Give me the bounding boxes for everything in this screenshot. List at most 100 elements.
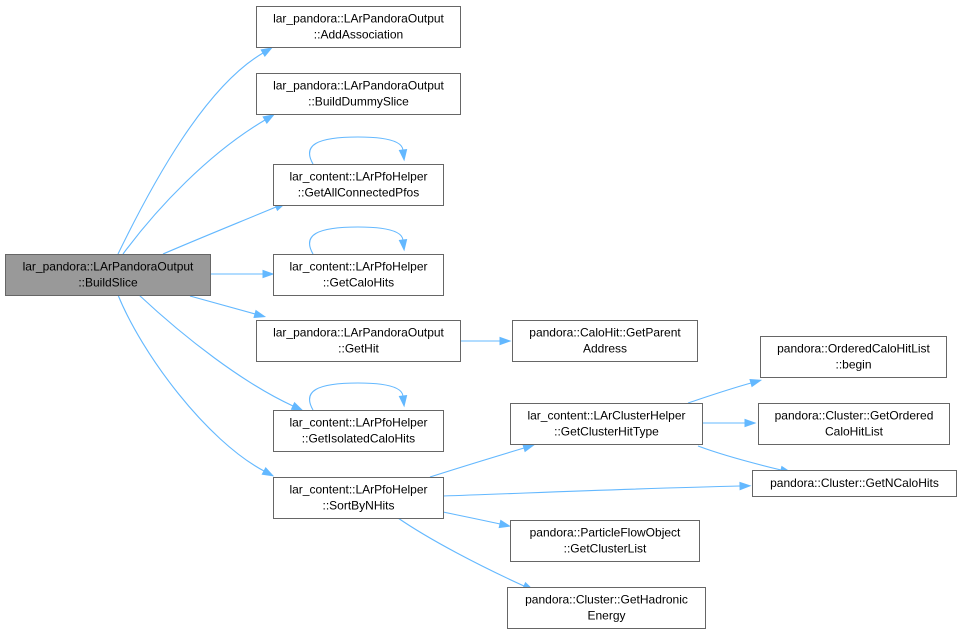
arrowhead-icon (739, 481, 752, 491)
node-box (507, 587, 706, 629)
node-label-line: ::BuildSlice (78, 276, 138, 290)
node-label-line: pandora::ParticleFlowObject (530, 526, 681, 540)
edge-sort_by_n_hits-to-get_cluster_list (442, 511, 512, 529)
arrowhead-icon (498, 519, 512, 529)
nodes-layer: lar_pandora::LArPandoraOutput::BuildSlic… (5, 6, 957, 629)
arrowhead-icon (398, 395, 408, 408)
node-label-line: ::GetCaloHits (323, 276, 394, 290)
node-label-line: ::GetAllConnectedPfos (298, 186, 419, 200)
edge-line (308, 136, 404, 165)
node-ordered-begin[interactable]: pandora::OrderedCaloHitList::begin (760, 336, 947, 378)
node-label-line: ::GetClusterHitType (554, 425, 659, 439)
node-box (758, 403, 950, 445)
edges-layer (117, 47, 793, 591)
edge-line (397, 517, 525, 587)
node-label-line: lar_pandora::LArPandoraOutput (273, 326, 444, 340)
edge-line (687, 382, 752, 404)
edge-build_slice-to-get_all_connected_pfos (162, 202, 287, 255)
arrowhead-icon (749, 378, 763, 388)
arrowhead-icon (398, 239, 408, 252)
node-label-line: pandora::Cluster::GetNCaloHits (770, 476, 939, 490)
edge-line (138, 294, 294, 407)
node-label-line: ::begin (835, 358, 871, 372)
node-build-slice[interactable]: lar_pandora::LArPandoraOutput::BuildSlic… (5, 254, 211, 296)
edge-build_slice-to-get_isolated_calo_hits (138, 294, 304, 411)
arrowhead-icon (398, 149, 408, 162)
edge-line (117, 52, 264, 255)
node-label-line: pandora::OrderedCaloHitList (777, 342, 930, 356)
arrowhead-icon (261, 466, 275, 477)
edge-line (117, 294, 265, 472)
edge-line (308, 226, 404, 255)
node-box (510, 520, 700, 562)
edge-line (122, 119, 266, 255)
arrowhead-icon (253, 309, 267, 319)
node-label-line: ::SortByNHits (322, 499, 394, 513)
node-label-line: Address (583, 342, 627, 356)
edge-line (189, 295, 256, 315)
node-box (273, 477, 444, 519)
edge-build_slice-to-build_dummy_slice (122, 114, 275, 255)
node-box (760, 336, 947, 378)
node-label-line: ::GetHit (338, 342, 379, 356)
node-get-n-calo-hits[interactable]: pandora::Cluster::GetNCaloHits (752, 470, 957, 497)
node-box (273, 410, 444, 452)
node-label-line: lar_content::LArClusterHelper (527, 409, 685, 423)
edge-build_slice-to-add_association (117, 47, 273, 255)
edge-build_slice-to-sort_by_n_hits (117, 294, 275, 477)
node-build-dummy-slice[interactable]: lar_pandora::LArPandoraOutput::BuildDumm… (256, 73, 461, 115)
node-get-all-connected-pfos[interactable]: lar_content::LArPfoHelper::GetAllConnect… (273, 164, 444, 206)
node-label-line: lar_content::LArPfoHelper (289, 170, 427, 184)
node-get-hit[interactable]: lar_pandora::LArPandoraOutput::GetHit (256, 320, 461, 362)
node-label-line: ::AddAssociation (314, 28, 403, 42)
node-sort-by-n-hits[interactable]: lar_content::LArPfoHelper::SortByNHits (273, 477, 444, 519)
node-label-line: lar_pandora::LArPandoraOutput (23, 260, 194, 274)
edge-line (162, 206, 277, 255)
node-label-line: pandora::Cluster::GetHadronic (525, 593, 688, 607)
node-box (510, 403, 703, 445)
edge-build_slice-to-get_hit (189, 295, 267, 319)
edge-sort_by_n_hits-to-get_cluster_hit_type (429, 444, 535, 478)
edge-get_cluster_hit_type-to-get_n_calo_hits (697, 445, 793, 475)
edge-get_isolated_calo_hits-to-get_isolated_calo_hits (308, 382, 408, 411)
node-get-calo-hits[interactable]: lar_content::LArPfoHelper::GetCaloHits (273, 254, 444, 296)
edge-sort_by_n_hits-to-get_n_calo_hits (442, 481, 752, 497)
node-box (752, 470, 957, 497)
node-label-line: ::GetIsolatedCaloHits (302, 432, 415, 446)
edge-get_cluster_hit_type-to-get_ordered_calo_hit_list (702, 418, 757, 428)
edge-line (442, 511, 501, 525)
node-add-association[interactable]: lar_pandora::LArPandoraOutput::AddAssoci… (256, 6, 461, 48)
node-label-line: pandora::Cluster::GetOrdered (775, 409, 934, 423)
arrowhead-icon (499, 336, 512, 346)
node-get-isolated-calo-hits[interactable]: lar_content::LArPfoHelper::GetIsolatedCa… (273, 410, 444, 452)
edge-get_all_connected_pfos-to-get_all_connected_pfos (308, 136, 408, 165)
node-label-line: lar_pandora::LArPandoraOutput (273, 12, 444, 26)
node-get-cluster-list[interactable]: pandora::ParticleFlowObject::GetClusterL… (510, 520, 700, 562)
node-box (273, 254, 444, 296)
node-label-line: lar_pandora::LArPandoraOutput (273, 79, 444, 93)
edge-line (308, 382, 404, 411)
edge-get_hit-to-get_parent_address (460, 336, 512, 346)
arrowhead-icon (262, 114, 275, 124)
arrowhead-icon (744, 418, 757, 428)
edge-get_calo_hits-to-get_calo_hits (308, 226, 408, 255)
arrowhead-icon (262, 269, 275, 279)
node-box (256, 6, 461, 48)
edge-line (697, 445, 782, 471)
node-box (256, 73, 461, 115)
node-label-line: lar_content::LArPfoHelper (289, 260, 427, 274)
edge-get_cluster_hit_type-to-ordered_begin (687, 378, 763, 404)
node-box (273, 164, 444, 206)
node-get-cluster-hit-type[interactable]: lar_content::LArClusterHelper::GetCluste… (510, 403, 703, 445)
arrowhead-icon (522, 444, 535, 453)
node-label-line: Energy (587, 609, 625, 623)
node-label-line: pandora::CaloHit::GetParent (529, 326, 681, 340)
node-box (256, 320, 461, 362)
edge-line (429, 447, 525, 478)
node-label-line: CaloHitList (825, 425, 884, 439)
arrowhead-icon (290, 401, 304, 411)
